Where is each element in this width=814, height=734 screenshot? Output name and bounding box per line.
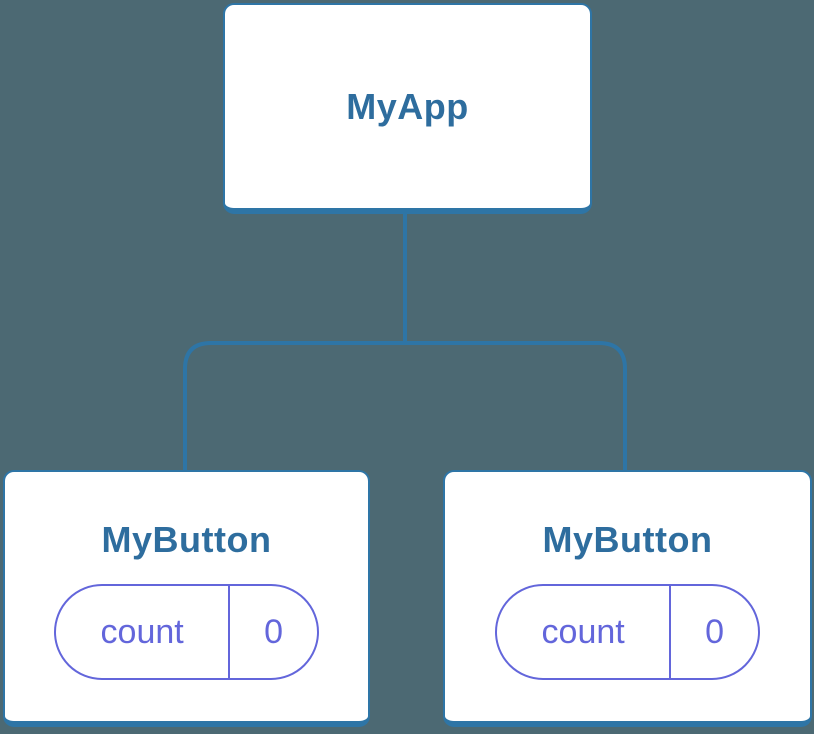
node-mybutton-left-label: MyButton [101, 519, 272, 560]
node-myapp-label: MyApp [346, 85, 469, 127]
connector-branch-line [183, 341, 627, 472]
state-key: count [541, 612, 625, 651]
node-mybutton-right: MyButton count 0 [443, 470, 812, 727]
state-key: count [100, 612, 184, 651]
node-myapp: MyApp [223, 3, 592, 214]
state-value: 0 [669, 586, 758, 678]
node-mybutton-right-label: MyButton [542, 519, 713, 560]
state-pill: count 0 [54, 584, 319, 680]
node-mybutton-left: MyButton count 0 [3, 470, 370, 727]
state-pill: count 0 [495, 584, 760, 680]
state-value: 0 [228, 586, 317, 678]
